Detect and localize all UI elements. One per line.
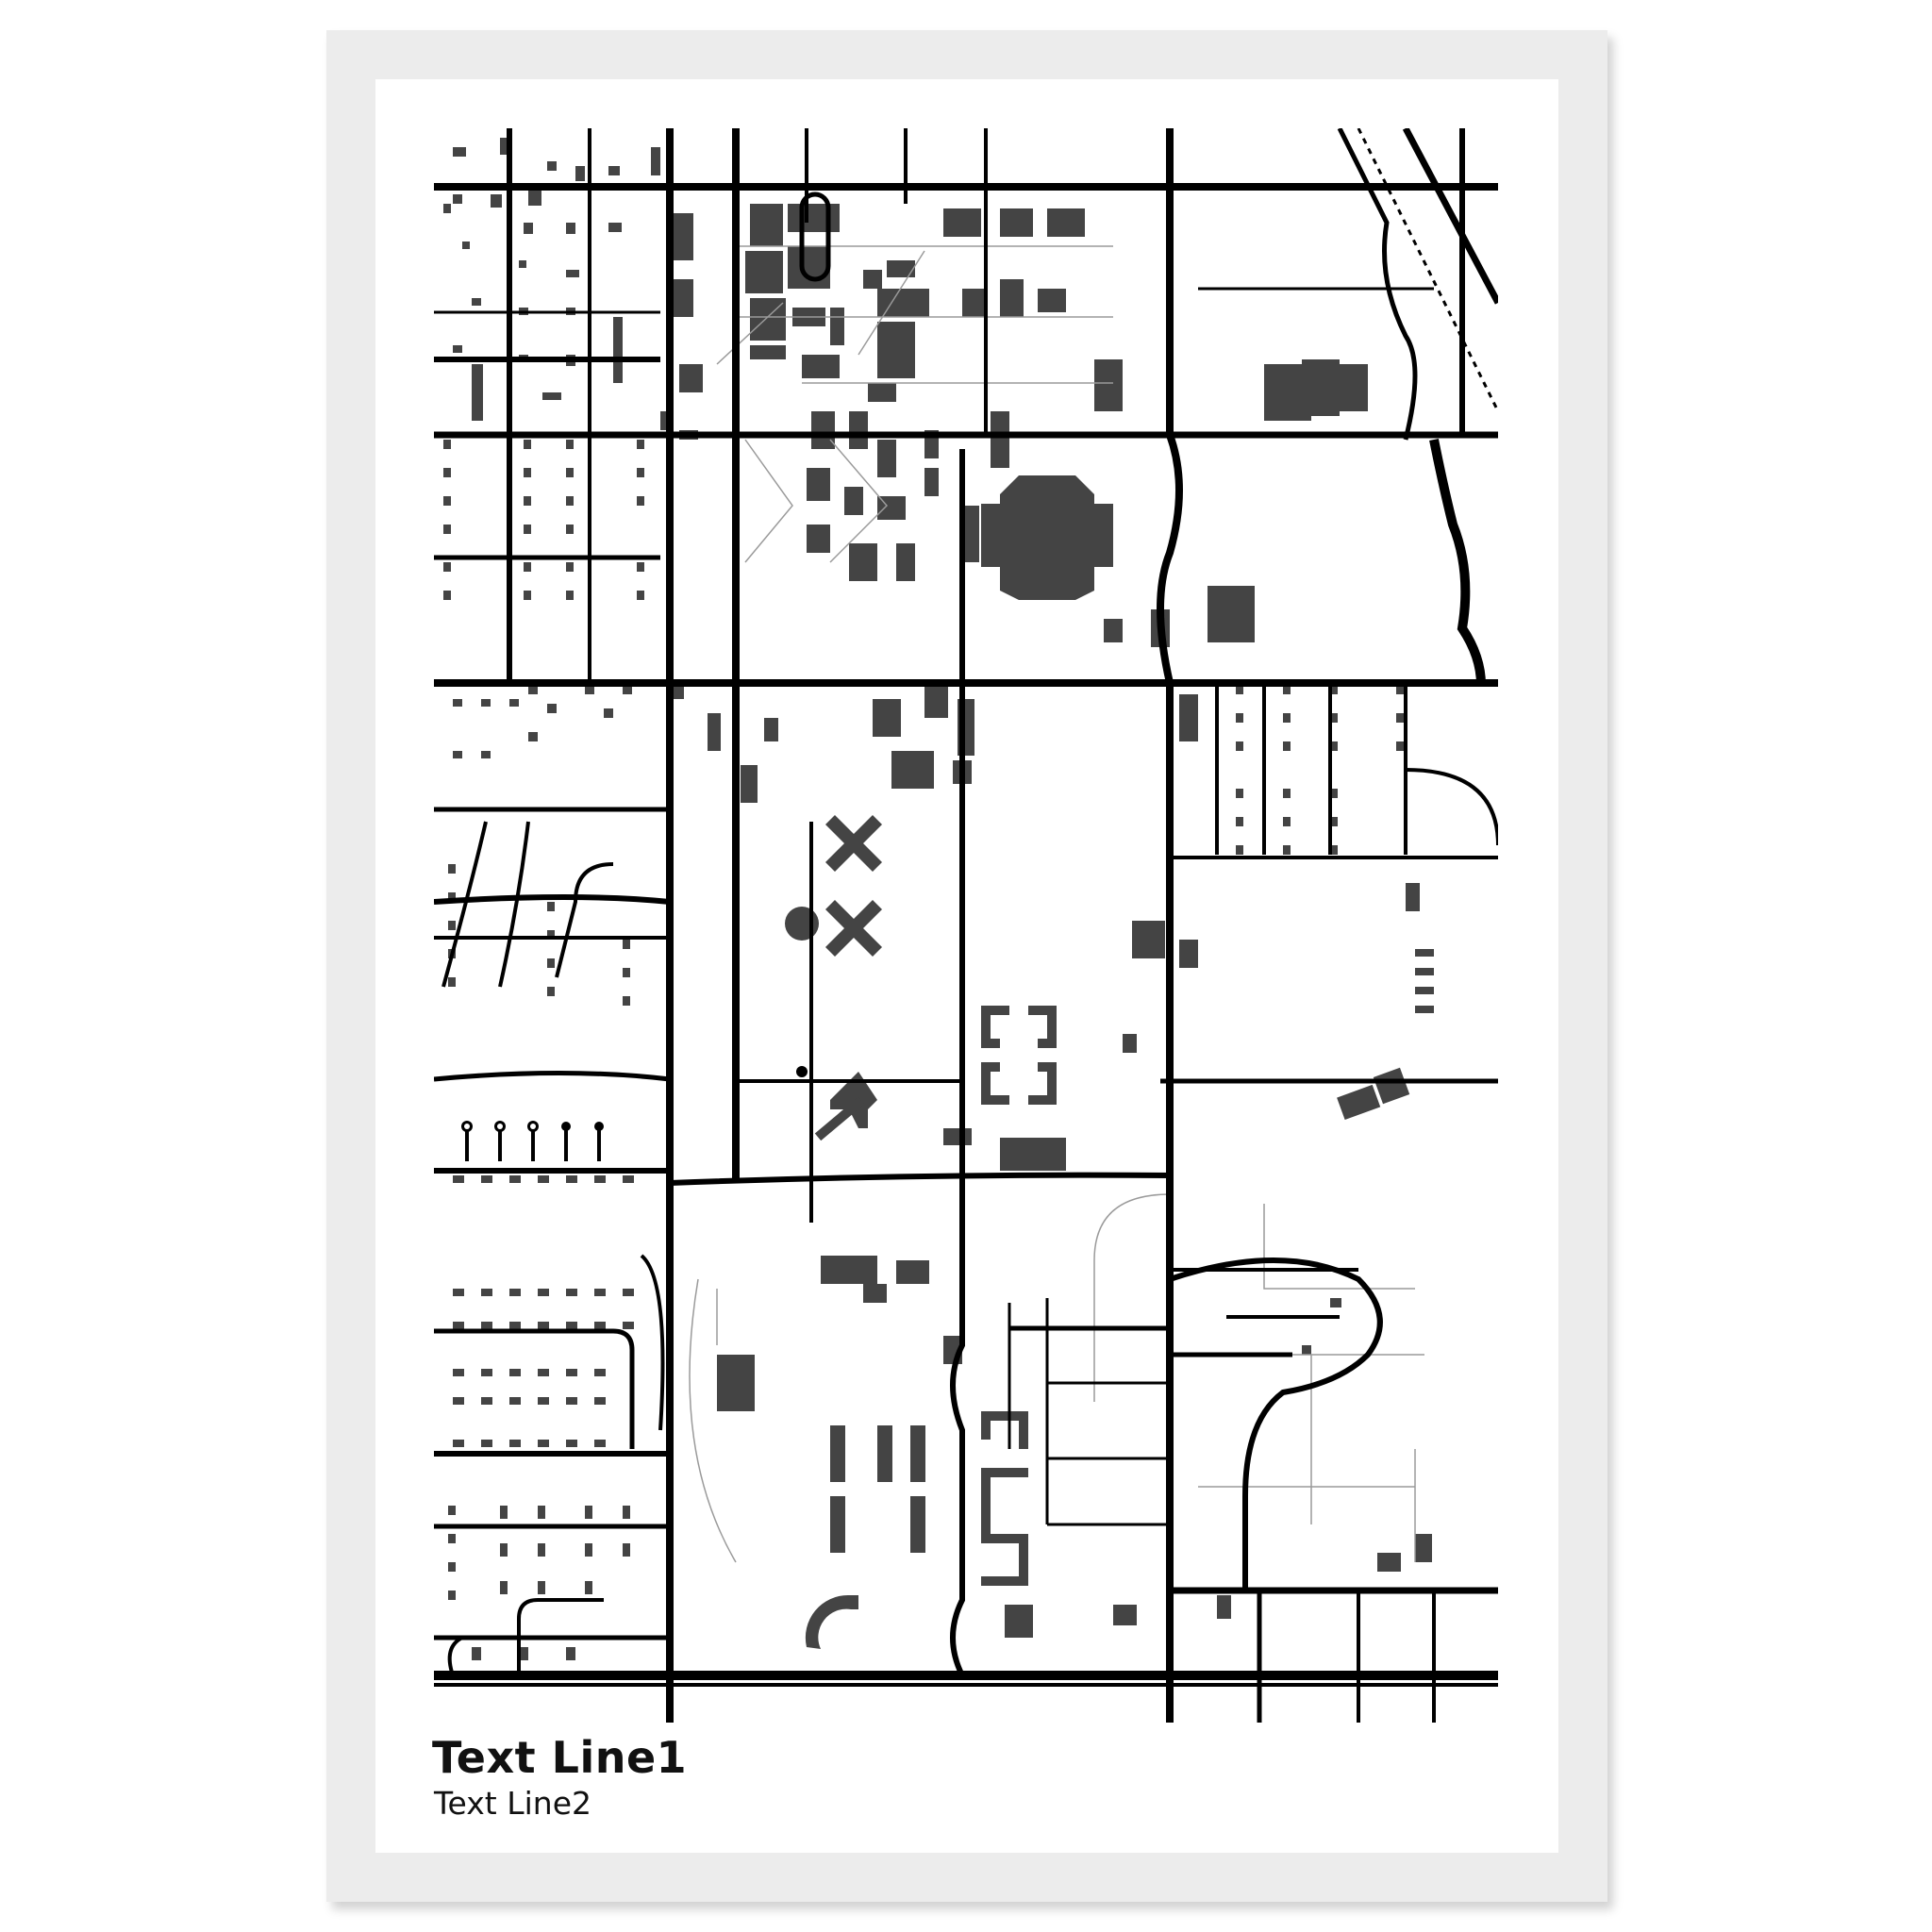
poster-mat: Text Line1 Text Line2 — [375, 79, 1558, 1853]
poster-frame: Text Line1 Text Line2 — [326, 30, 1607, 1902]
river — [1429, 439, 1486, 686]
street-map — [434, 128, 1498, 1723]
paths-layer — [689, 245, 1424, 1563]
map-graphic — [434, 128, 1498, 1723]
poster-subtitle: Text Line2 — [434, 1785, 591, 1822]
poster-title: Text Line1 — [432, 1732, 688, 1783]
roads-layer — [434, 128, 1498, 1723]
